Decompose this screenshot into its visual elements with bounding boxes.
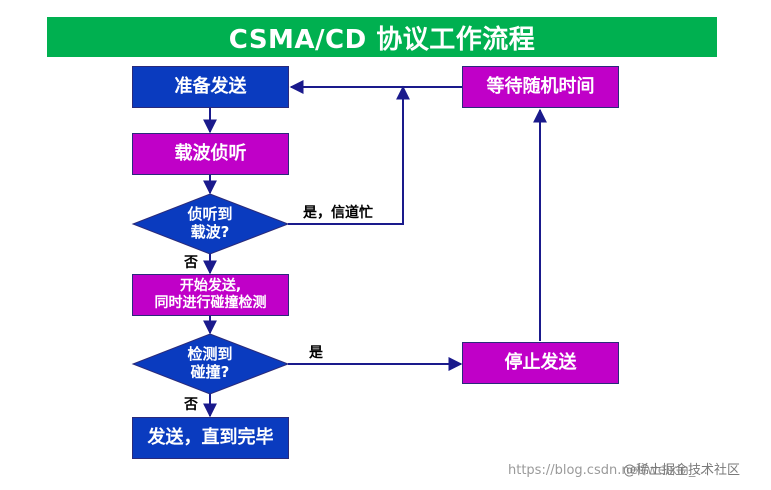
title-bar: CSMA/CD 协议工作流程 — [47, 17, 717, 57]
node-carrier-sense: 载波侦听 — [132, 133, 289, 175]
diagram-title: CSMA/CD 协议工作流程 — [228, 24, 536, 55]
arrow-decision1-yes — [288, 85, 410, 225]
watermark-url: https://blog.csdn.net/weixin_... — [508, 463, 708, 478]
node-send-until-done: 发送，直到完毕 — [132, 417, 289, 459]
edge-label-no-1: 否 — [184, 255, 198, 271]
decision-carrier-label: 侦听到 载波? — [187, 205, 233, 241]
node-ready-send-label: 准备发送 — [174, 76, 247, 98]
edge-label-no-2: 否 — [184, 397, 198, 413]
node-carrier-sense-label: 载波侦听 — [174, 143, 247, 165]
edge-label-busy: 是，信道忙 — [303, 205, 373, 221]
node-stop-send-label: 停止发送 — [504, 352, 577, 374]
node-start-send-label: 开始发送, 同时进行碰撞检测 — [154, 278, 267, 311]
node-start-send: 开始发送, 同时进行碰撞检测 — [132, 274, 289, 316]
node-send-until-done-label: 发送，直到完毕 — [147, 427, 274, 449]
node-ready-send: 准备发送 — [132, 66, 289, 108]
watermark-brand: @稀土掘金技术社区 — [623, 463, 741, 478]
node-wait-random-label: 等待随机时间 — [486, 76, 595, 98]
node-stop-send: 停止发送 — [462, 342, 619, 384]
edge-label-yes-2: 是 — [309, 345, 323, 361]
decision-collision-label: 检测到 碰撞? — [187, 345, 233, 381]
node-wait-random: 等待随机时间 — [462, 66, 619, 108]
